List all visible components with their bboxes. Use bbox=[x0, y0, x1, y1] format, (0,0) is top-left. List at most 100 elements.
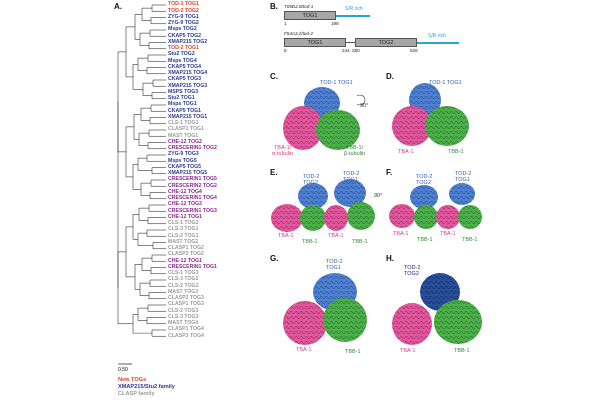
e-tog2-label-1: TOD-2 bbox=[303, 174, 320, 180]
legend-xmap215: XMAP215/Stu2 family bbox=[118, 384, 175, 390]
tree-leaf: CLS-2 TOG1 bbox=[168, 232, 199, 239]
tba-blob bbox=[392, 106, 432, 146]
f-tog1-label-2: TOG1 bbox=[455, 177, 470, 183]
panel-d-label: D. bbox=[386, 72, 394, 81]
structure-e bbox=[271, 179, 375, 232]
e-tbb-label-2: TBB-1 bbox=[352, 239, 368, 245]
f-tba-label-1: TBA-1 bbox=[393, 231, 409, 237]
tbb-blob bbox=[434, 300, 482, 344]
c-tba-label: TBA-1/ α-tubulin bbox=[272, 145, 294, 157]
panel-g-label: G. bbox=[270, 254, 279, 263]
c-rotation-label: 90° bbox=[360, 103, 369, 109]
tree-leaf: CHE-12 TOG2 bbox=[168, 138, 202, 145]
tree-leaf: MSPS TOG3 bbox=[168, 88, 199, 95]
c-tog-label: TOD-1 TOG1 bbox=[320, 80, 353, 86]
e-tog2-label-2: TOG2 bbox=[303, 180, 318, 186]
tba-blob bbox=[392, 303, 432, 345]
structure-c bbox=[283, 87, 366, 150]
tree-leaf: CLS-1 TOG2 bbox=[168, 220, 199, 227]
tree-leaf: Stu2 TOG1 bbox=[168, 95, 195, 102]
tree-leaf: CHE-12 TOG1 bbox=[168, 257, 202, 264]
f-tog2-label-2: TOG2 bbox=[416, 180, 431, 186]
tbb-blob bbox=[347, 202, 375, 230]
tree-leaf: CKAP5 TOG3 bbox=[168, 76, 202, 83]
tree-leaf: CLASP1 TOG3 bbox=[168, 301, 204, 308]
tod2-n1: 5 bbox=[284, 48, 287, 53]
tree-leaf: Msps TOG4 bbox=[168, 57, 197, 64]
tree-leaf: ZYG-9 TOG2 bbox=[168, 20, 199, 27]
tree-leaf: CLS-2 TOG3 bbox=[168, 307, 199, 314]
tod2-sr-region bbox=[417, 42, 459, 44]
tbb-blob bbox=[425, 106, 469, 146]
tod2-n4: 526 bbox=[410, 48, 418, 53]
tree-leaf: XMAP215 TOG4 bbox=[168, 70, 208, 77]
tod1-tog1-domain: TOG1 bbox=[284, 11, 336, 20]
tod1-title: T08D2.8/tod-1 bbox=[284, 4, 314, 9]
tree-leaf: CHE-12 TOG1 bbox=[168, 213, 202, 220]
f-tog1-label-1: TOD-2 bbox=[455, 171, 472, 177]
tod2-title: F54A3.2/tod-2 bbox=[284, 31, 314, 36]
e-tba-label-1: TBA-1 bbox=[278, 233, 294, 239]
tree-leaf: CHE-12 TOG4 bbox=[168, 188, 202, 195]
tree-leaf: MAST TOG2 bbox=[168, 238, 199, 245]
tod1-sr-label: S/R rich bbox=[345, 6, 363, 12]
tba-blob bbox=[324, 205, 348, 231]
tree-leaf: CLS-2 TOG2 bbox=[168, 282, 199, 289]
tod2-linker bbox=[346, 42, 355, 43]
tree-leaf: MAST TOG1 bbox=[168, 132, 199, 139]
structure-f bbox=[389, 183, 482, 229]
tbb-blob bbox=[300, 205, 326, 231]
h-tog-label-2: TOG2 bbox=[404, 271, 419, 277]
f-tbb-label-2: TBB-1 bbox=[462, 237, 478, 243]
g-tbb-label: TBB-1 bbox=[345, 349, 361, 355]
panel-a-label: A. bbox=[114, 2, 122, 11]
tree-leaf: ZYG-9 TOG1 bbox=[168, 13, 199, 20]
phylo-tree bbox=[117, 4, 166, 365]
g-tba-label: TBA-1 bbox=[296, 347, 312, 353]
tree-leaf: CLASP2 TOG2 bbox=[168, 251, 204, 258]
tba-blob bbox=[389, 204, 415, 228]
e-tog1-label-2: TOG1 bbox=[343, 177, 358, 183]
tbb-blob bbox=[458, 205, 482, 229]
panel-c-label: C. bbox=[270, 72, 278, 81]
legend-clasp: CLASP family bbox=[118, 391, 155, 397]
h-tbb-label: TBB-1 bbox=[454, 348, 470, 354]
tree-leaf: CHE-12 TOG3 bbox=[168, 201, 202, 208]
tba-blob bbox=[283, 106, 323, 150]
tree-leaf: CLASP1 TOG2 bbox=[168, 245, 204, 252]
tod2-n3: 280 bbox=[352, 48, 360, 53]
panel-b-label: B. bbox=[270, 2, 278, 11]
e-tog1-label-1: TOD-2 bbox=[343, 171, 360, 177]
tree-leaf: XMAP215 TOG3 bbox=[168, 82, 208, 89]
tba-blob bbox=[283, 301, 327, 345]
tbb-blob bbox=[414, 205, 438, 229]
tree-leaf: CRESCERIN1 TOG5 bbox=[168, 176, 217, 183]
tod2-sr-label: S/R rich bbox=[428, 33, 446, 39]
c-tbb-label: TBB-1/ β-tubulin bbox=[344, 145, 366, 157]
g-tog-label-2: TOG1 bbox=[326, 265, 341, 271]
tree-leaf: CRESCERIN1 TOG1 bbox=[168, 263, 217, 270]
structure-d bbox=[392, 83, 469, 146]
legend-new-togs: New TOGs bbox=[118, 377, 147, 383]
f-tbb-label-1: TBB-1 bbox=[417, 237, 433, 243]
tod2-tog2-domain: TOG2 bbox=[355, 38, 417, 47]
tog-domain-blob bbox=[334, 179, 366, 207]
tree-leaf: CRESCERIN2 TOG2 bbox=[168, 182, 217, 189]
scale-label: 0.50 bbox=[118, 367, 128, 373]
d-tba-label: TBA-1 bbox=[398, 149, 414, 155]
tree-leaf: ZYG-9 TOG3 bbox=[168, 151, 199, 158]
structure-g bbox=[283, 273, 367, 345]
tree-leaf: TOD-1 TOG1 bbox=[168, 1, 199, 8]
tree-leaf: XMAP215 TOG1 bbox=[168, 113, 208, 120]
tree-leaf: CLASP1 TOG1 bbox=[168, 126, 204, 133]
tree-leaf: Msps TOG1 bbox=[168, 101, 197, 108]
tree-leaf: XMAP215 TOG5 bbox=[168, 170, 208, 177]
tree-leaf: CKAP5 TOG5 bbox=[168, 163, 202, 170]
g-tog-label-1: TOD-2 bbox=[326, 259, 343, 265]
tod1-sr-region bbox=[336, 15, 370, 17]
e-tbb-label-1: TBB-1 bbox=[302, 239, 318, 245]
tree-leaf: MAST TOG3 bbox=[168, 288, 199, 295]
f-tog2-label-1: TOD-2 bbox=[416, 174, 433, 180]
panel-f-label: F. bbox=[386, 168, 393, 177]
tree-leaf: Msps TOG5 bbox=[168, 157, 197, 164]
